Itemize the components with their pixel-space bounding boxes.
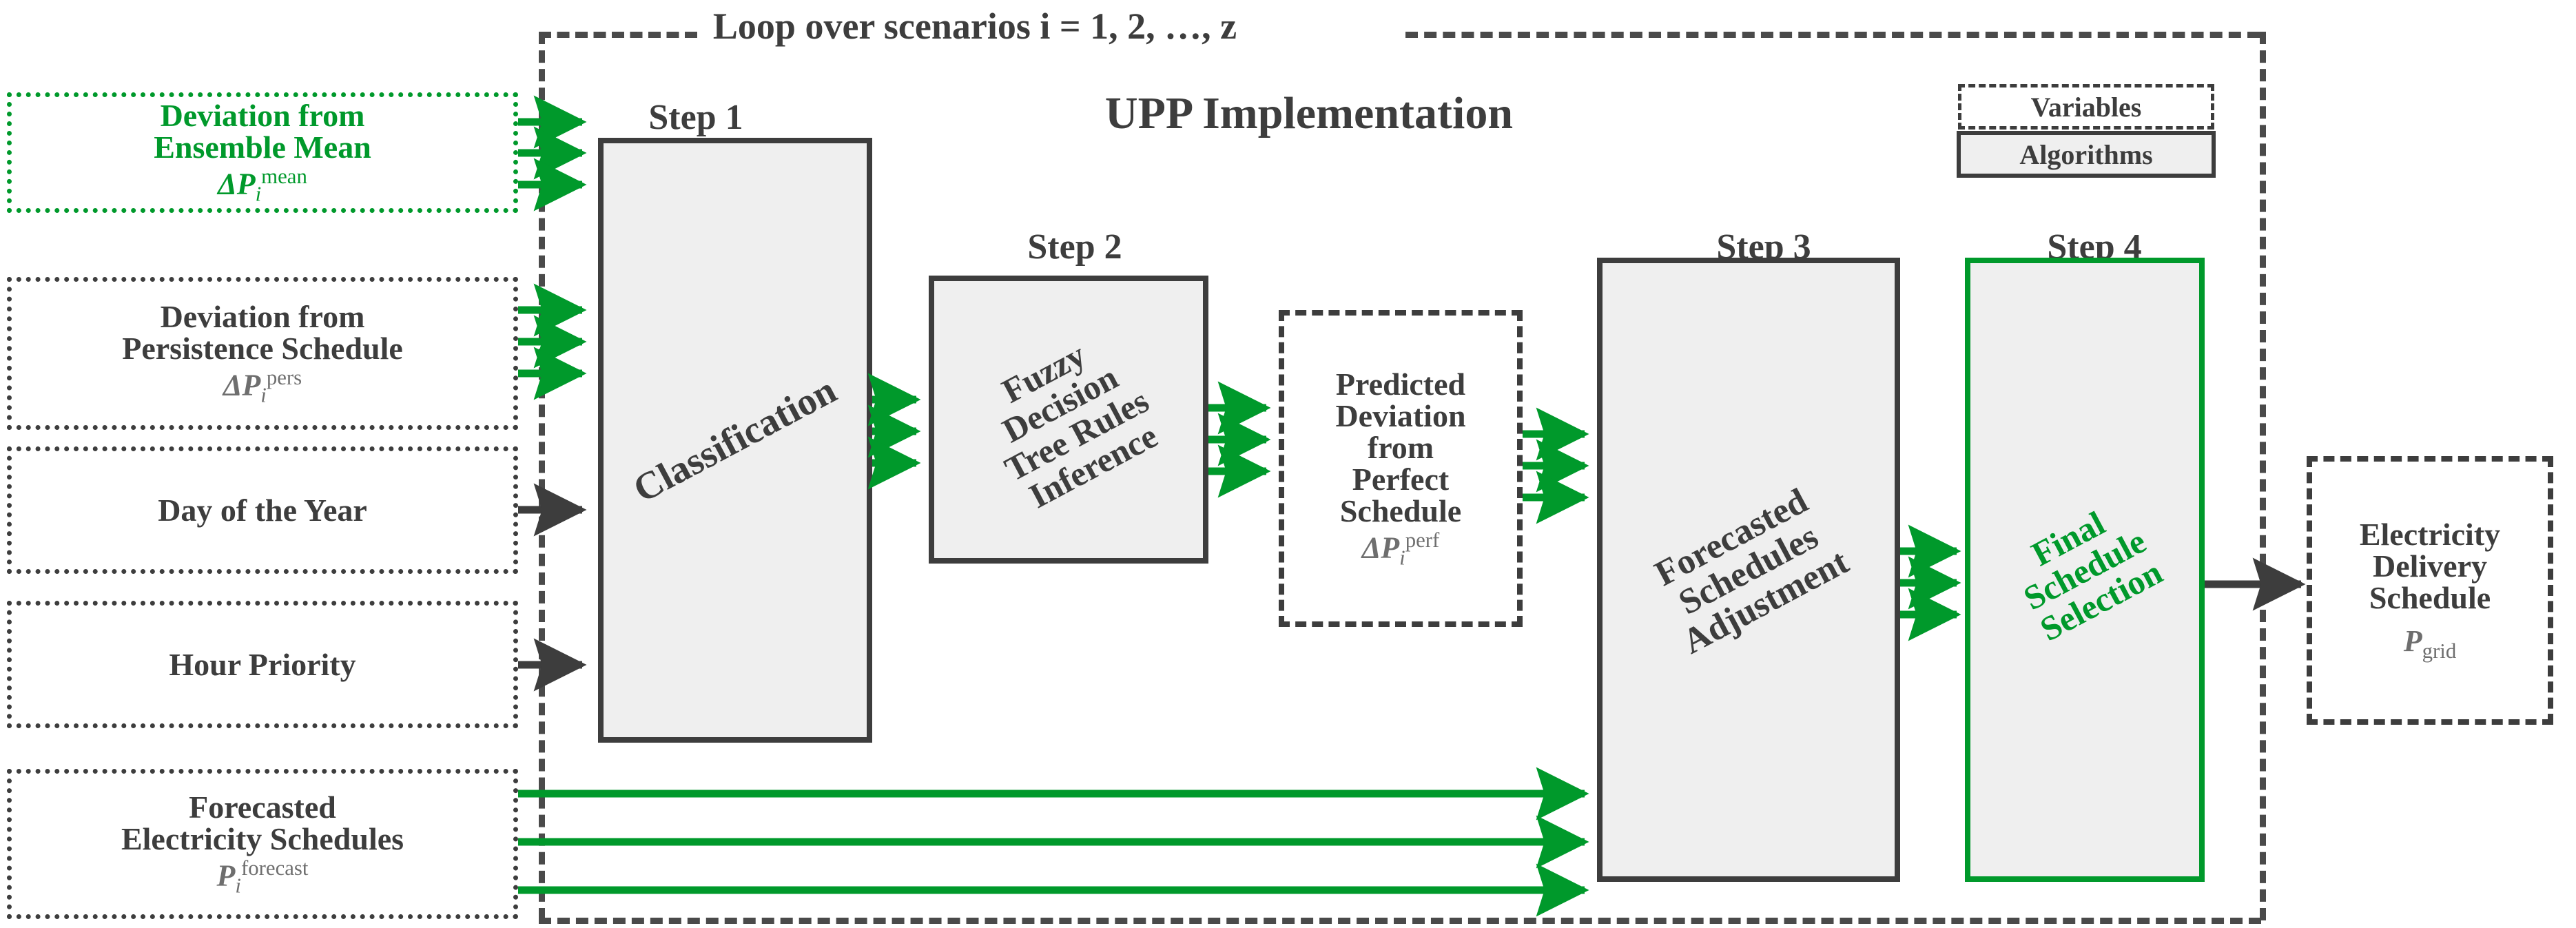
input-title-line1: Deviation from (160, 98, 365, 134)
intermediate-title-line4: Perfect (1352, 461, 1450, 497)
loop-frame-bottom (539, 918, 2261, 924)
input-symbol: ΔPimean (218, 165, 307, 206)
step-1-title: Step 1 (648, 97, 743, 137)
output-title-line1: Electricity (2359, 517, 2501, 553)
output-box-delivery-schedule: Electricity Delivery Schedule Pgrid (2307, 456, 2553, 725)
intermediate-title-line3: from (1367, 429, 1434, 465)
input-title-line2: Persistence Schedule (122, 330, 403, 366)
input-title-line1: Deviation from (160, 298, 365, 334)
legend-algorithms: Algorithms (1957, 131, 2216, 178)
input-title-line1: Forecasted (189, 789, 336, 825)
input-box-day-of-year: Day of the Year (7, 446, 518, 574)
arrows-step2-to-predicted (1208, 381, 1271, 498)
output-symbol: Pgrid (2403, 624, 2457, 663)
intermediate-symbol: ΔPiperf (1361, 528, 1440, 570)
input-box-ensemble-mean: Deviation from Ensemble Mean ΔPimean (7, 92, 518, 213)
loop-frame-top-right (1405, 32, 2260, 38)
algorithm-box-fuzzy-inference: Fuzzy Decision Tree Rules Inference (929, 276, 1208, 564)
loop-frame-top-left (539, 32, 697, 38)
algorithm-label-final-selection: Final Schedule Selection (2001, 492, 2168, 649)
input-box-forecasted-schedules: Forecasted Electricity Schedules Piforec… (7, 769, 518, 919)
input-title-line2: Electricity Schedules (121, 821, 404, 856)
legend-variables: Variables (1958, 84, 2214, 130)
page-title: UPP Implementation (1104, 88, 1514, 138)
intermediate-title-line5: Schedule (1339, 493, 1462, 528)
input-box-hour-priority: Hour Priority (7, 601, 518, 728)
intermediate-box-predicted-deviation: Predicted Deviation from Perfect Schedul… (1279, 310, 1523, 627)
input-box-persistence-schedule: Deviation from Persistence Schedule ΔPip… (7, 277, 518, 430)
algorithm-label-classification: Classification (626, 369, 844, 511)
algorithm-box-classification: Classification (598, 138, 872, 743)
algorithm-label-schedule-adjustment: Forecasted Schedules Adjustment (1643, 479, 1855, 661)
input-title-line2: Ensemble Mean (154, 130, 371, 165)
intermediate-title-line2: Deviation (1335, 398, 1466, 433)
intermediate-title-line1: Predicted (1335, 366, 1466, 402)
arrows-forecast-bus-to-step3 (518, 767, 1589, 917)
output-title-line3: Schedule (2369, 580, 2491, 616)
loop-frame-right (2260, 32, 2266, 920)
arrows-step3-to-step4 (1900, 524, 1961, 641)
output-title-line2: Delivery (2372, 548, 2488, 584)
input-title-line1: Day of the Year (158, 492, 367, 528)
arrows-step1-to-step2 (867, 373, 921, 490)
algorithm-box-schedule-adjustment: Forecasted Schedules Adjustment (1597, 258, 1900, 882)
loop-frame-left (539, 32, 545, 920)
input-symbol: ΔPipers (223, 365, 302, 407)
algorithm-label-fuzzy-inference: Fuzzy Decision Tree Rules Inference (967, 321, 1171, 519)
arrows-inputs-to-step1 (518, 95, 587, 692)
step-2-title: Step 2 (1027, 227, 1122, 267)
input-title-line1: Hour Priority (169, 646, 356, 682)
algorithm-box-final-selection: Final Schedule Selection (1965, 258, 2205, 882)
input-symbol: Piforecast (216, 856, 309, 898)
loop-label: Loop over scenarios i = 1, 2, …, z (712, 6, 1237, 47)
arrows-predicted-to-step3 (1523, 407, 1589, 524)
